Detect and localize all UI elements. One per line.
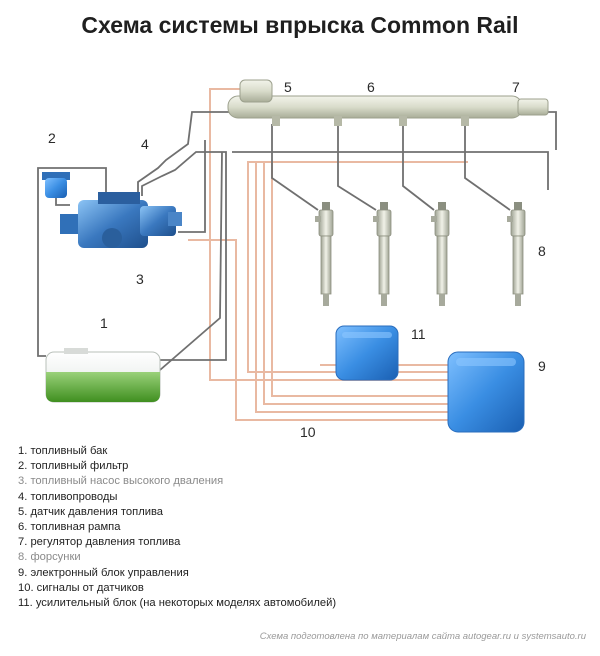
- legend-item-10: 10. сигналы от датчиков: [18, 581, 144, 594]
- legend-item-4: 4. топливопроводы: [18, 490, 118, 503]
- legend-item-7: 7. регулятор давления топлива: [18, 536, 181, 549]
- legend-item-8: 8. форсунки: [18, 551, 81, 564]
- page-title: Схема системы впрыска Common Rail: [81, 12, 519, 38]
- legend-item-3: 3. топливный насос высокого дваления: [18, 475, 224, 488]
- ecu: [447, 351, 525, 433]
- callout-7: 7: [512, 79, 520, 95]
- fuel-pressure-sensor: [239, 79, 273, 103]
- high-pressure-pump: [60, 192, 182, 248]
- legend-item-1: 1. топливный бак: [18, 445, 108, 457]
- callout-4: 4: [141, 136, 149, 152]
- source-credit: Схема подготовлена по материалам сайта a…: [259, 631, 586, 642]
- callout-11: 11: [411, 326, 426, 342]
- legend-item-2: 2. топливный фильтр: [18, 460, 129, 473]
- callout-3: 3: [136, 271, 144, 287]
- injectors: [314, 201, 526, 307]
- fuel-filter: [42, 172, 70, 198]
- common-rail-diagram: 1 2 3 4 5 6 7 8 9 10 11: [37, 79, 557, 440]
- sensor-signal-lines: [188, 88, 468, 421]
- legend-item-6: 6. топливная рампа: [18, 521, 121, 534]
- legend-item-9: 9. электронный блок управления: [18, 566, 189, 579]
- callout-10: 10: [300, 424, 316, 440]
- callout-1: 1: [100, 315, 108, 331]
- fuel-tank: [45, 348, 161, 403]
- legend-item-5: 5. датчик давления топлива: [18, 505, 164, 518]
- callout-2: 2: [48, 130, 56, 146]
- legend-item-11: 11. усилительный блок (на некоторых моде…: [18, 597, 337, 610]
- amplifier-unit: [335, 325, 399, 381]
- callout-6: 6: [367, 79, 375, 95]
- legend-list: 1. топливный бак 2. топливный фильтр 3. …: [18, 444, 336, 611]
- fuel-rail: [227, 95, 549, 126]
- callout-9: 9: [538, 358, 546, 374]
- callout-8: 8: [538, 243, 546, 259]
- callout-5: 5: [284, 79, 292, 95]
